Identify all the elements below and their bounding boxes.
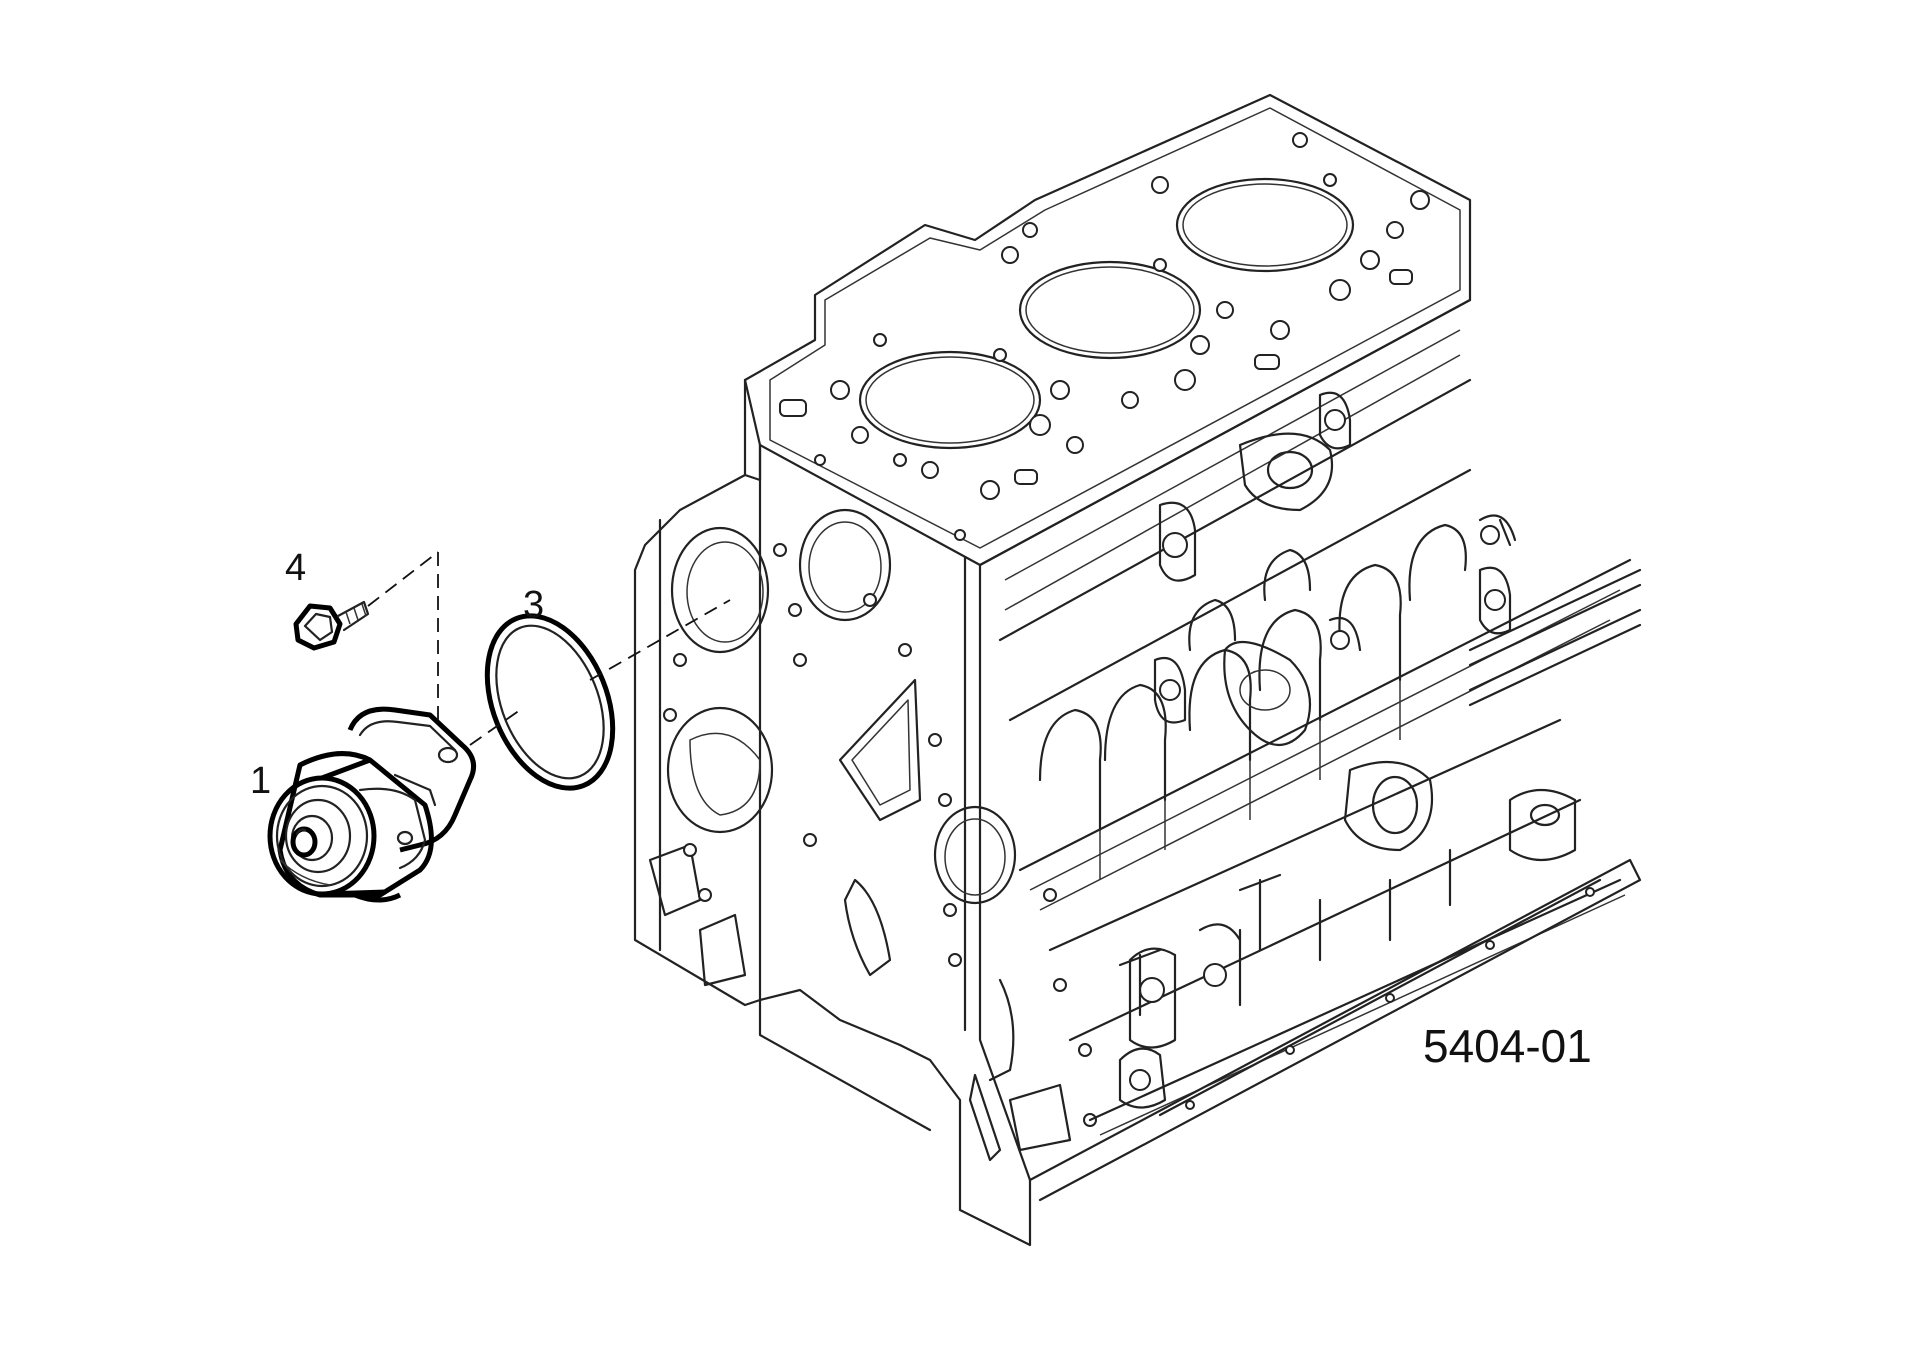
water-pump — [267, 706, 477, 903]
figure-number: 5404-01 — [1423, 1020, 1592, 1072]
callout-1: 1 — [250, 760, 271, 802]
flange-bolt — [293, 600, 370, 651]
assembly-lines — [367, 551, 731, 746]
engine-block — [633, 93, 1642, 1247]
front-plate-holes — [663, 454, 1097, 1127]
o-ring-seal — [484, 613, 616, 791]
crankcase-bosses — [1038, 523, 1467, 832]
deck-holes — [779, 132, 1430, 500]
callout-4: 4 — [285, 547, 306, 589]
callout-3: 3 — [523, 584, 544, 626]
